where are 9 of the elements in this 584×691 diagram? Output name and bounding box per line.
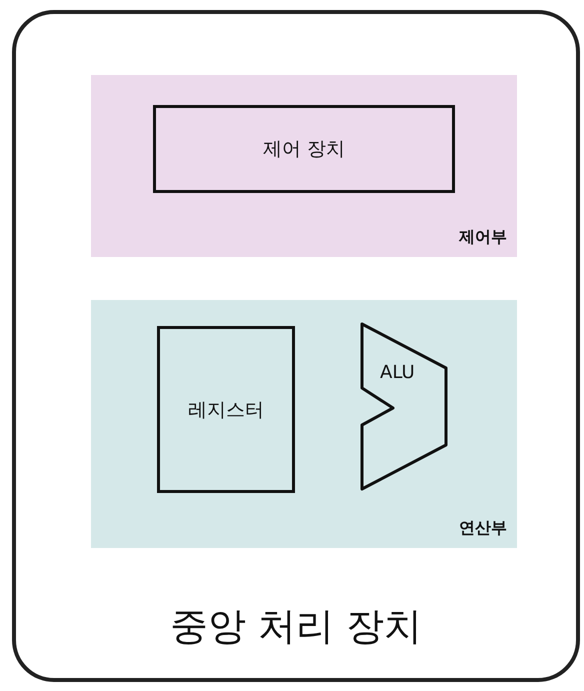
- section-band: [91, 300, 517, 548]
- title-label: 중앙 처리 장치: [168, 604, 424, 648]
- processor-frame: [12, 10, 580, 682]
- unit-box: 레지스터: [157, 326, 295, 493]
- unit-box: 제어 장치: [153, 105, 455, 193]
- section-band: [91, 75, 517, 257]
- alu-shape: ALU: [360, 322, 448, 491]
- section-label: 제어부: [459, 227, 507, 248]
- section-label: 연산부: [459, 518, 507, 539]
